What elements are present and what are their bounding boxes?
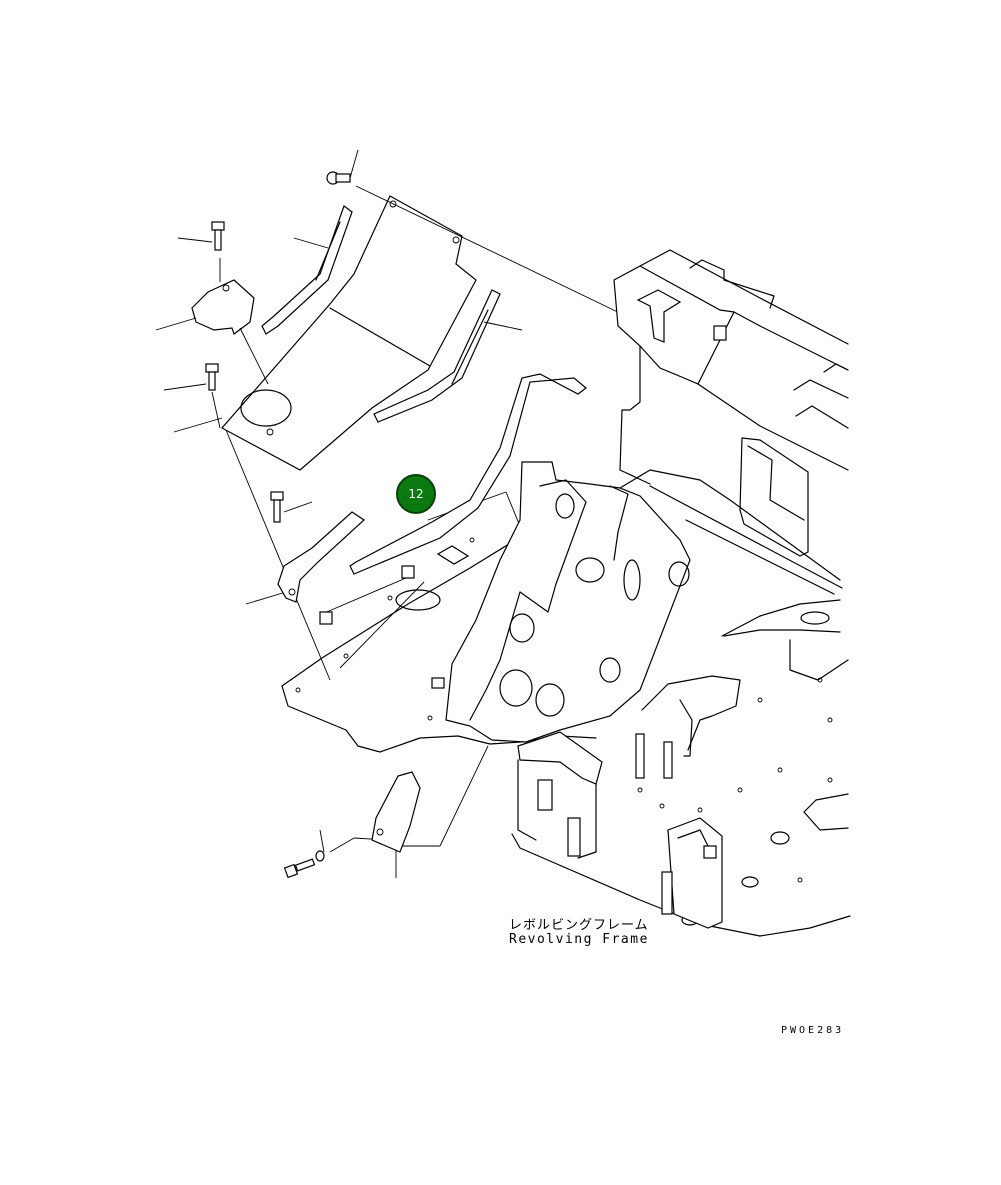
bolt-bottom (283, 850, 325, 879)
rear-box (613, 249, 849, 485)
hook-rod (349, 373, 587, 575)
bolt-middle (270, 491, 313, 523)
boom-bracket (445, 461, 841, 743)
frame-label-jp: レボルビングフレーム (509, 918, 649, 933)
bolt-left-1 (177, 221, 225, 251)
bolt-top (326, 149, 359, 185)
frame-window (649, 437, 843, 595)
upper-cover-plate (221, 195, 477, 471)
rubber-strip-upper (261, 205, 353, 335)
frame-label-en: Revolving Frame (509, 932, 649, 947)
drawing-code: PWOE283 (781, 1025, 845, 1036)
bolt-left-2 (163, 363, 219, 391)
side-bracket (277, 511, 365, 603)
rubber-strip-right (373, 289, 501, 423)
lower-bracket (517, 731, 723, 929)
small-cover-plate (191, 279, 255, 335)
callout-12[interactable]: 12 (396, 474, 436, 514)
bottom-cover-plate (371, 771, 421, 853)
frame-right-deck (635, 599, 849, 926)
